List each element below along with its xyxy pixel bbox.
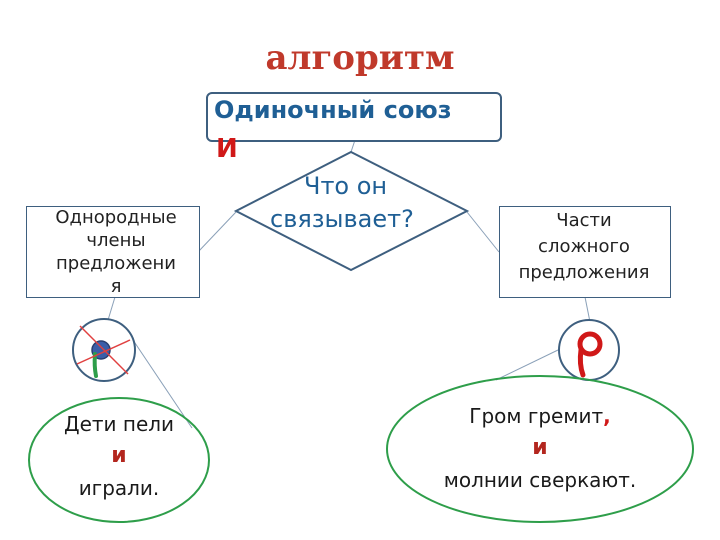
right-example-comma: , xyxy=(603,404,611,428)
left-example-conjunction: и xyxy=(111,443,127,468)
left-branch-line: члены xyxy=(86,230,146,251)
right-example-line-2: молнии сверкают. xyxy=(443,468,637,492)
connector-left-circle-to-example xyxy=(132,339,193,429)
right-example-line-1: Гром гремит, xyxy=(387,400,693,432)
decision-diamond xyxy=(233,150,470,272)
left-example-line-2: играли. xyxy=(78,476,160,500)
decision-line-1: Что он xyxy=(304,172,388,200)
left-example-sentence: Дети пели и играли. xyxy=(28,408,210,504)
homogeneous-members-label: Однородные члены предложени я xyxy=(26,206,206,298)
homogeneous-members-box xyxy=(26,206,200,298)
connector-diamond-to-left xyxy=(197,211,237,253)
complex-sentence-parts-label: Части сложного предложения xyxy=(499,206,669,286)
right-branch-line: сложного xyxy=(538,236,630,257)
conjunction-letter: И xyxy=(216,134,238,164)
crossed-out-comma-icon xyxy=(72,318,136,382)
decision-question: Что он связывает? xyxy=(262,170,442,236)
complex-sentence-parts-box xyxy=(499,206,671,298)
left-branch-line: я xyxy=(110,276,122,297)
right-example-ellipse xyxy=(386,375,694,523)
page-title: алгоритм xyxy=(265,38,455,78)
right-example-conjunction: и xyxy=(532,435,548,460)
right-example-clause-1: Гром гремит xyxy=(469,404,604,428)
right-example-sentence: Гром гремит, и молнии сверкают. xyxy=(387,400,693,496)
left-example-line-1: Дети пели xyxy=(63,412,175,436)
left-branch-line: предложени xyxy=(56,253,176,274)
decision-line-2: связывает? xyxy=(270,205,414,233)
connector-right-circle-to-example xyxy=(495,349,559,381)
right-branch-line: Части xyxy=(556,210,612,231)
single-conjunction-label: Одиночный союз xyxy=(214,96,452,124)
left-branch-line: Однородные xyxy=(55,207,177,228)
connector-right-box-to-circle xyxy=(584,296,591,323)
connector-diamond-to-right xyxy=(466,211,500,253)
single-conjunction-box xyxy=(206,92,502,142)
comma-icon xyxy=(558,319,620,381)
right-branch-line: предложения xyxy=(518,262,650,283)
left-example-ellipse xyxy=(28,397,210,523)
